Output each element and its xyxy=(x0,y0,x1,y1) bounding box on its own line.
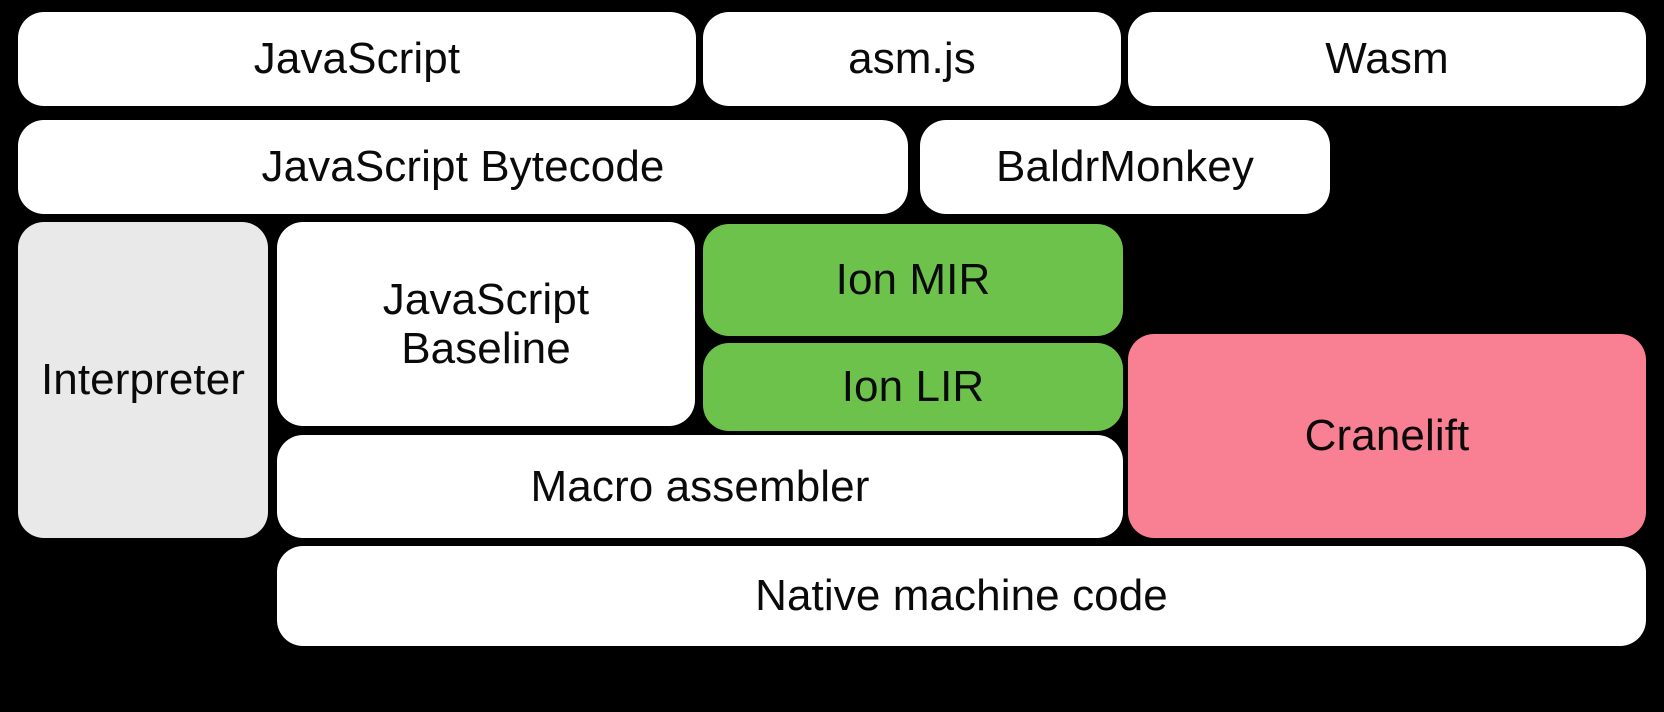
node-label-native-machine-code: Native machine code xyxy=(755,571,1168,621)
node-cranelift[interactable]: Cranelift xyxy=(1128,334,1646,538)
node-asm-js[interactable]: asm.js xyxy=(703,12,1121,106)
node-ion-lir[interactable]: Ion LIR xyxy=(703,343,1123,431)
node-javascript[interactable]: JavaScript xyxy=(18,12,696,106)
node-label-javascript-baseline: JavaScript Baseline xyxy=(382,274,590,373)
node-label-cranelift: Cranelift xyxy=(1304,411,1470,461)
node-label-wasm: Wasm xyxy=(1325,34,1449,84)
node-javascript-baseline[interactable]: JavaScript Baseline xyxy=(277,222,695,426)
node-label-ion-mir: Ion MIR xyxy=(835,255,991,305)
node-interpreter[interactable]: Interpreter xyxy=(18,222,268,538)
node-macro-assembler[interactable]: Macro assembler xyxy=(277,435,1123,538)
node-native-machine-code[interactable]: Native machine code xyxy=(277,546,1646,646)
node-label-javascript-bytecode: JavaScript Bytecode xyxy=(261,142,665,192)
node-label-baldrmonkey: BaldrMonkey xyxy=(996,142,1254,192)
node-ion-mir[interactable]: Ion MIR xyxy=(703,224,1123,336)
node-label-interpreter: Interpreter xyxy=(40,355,246,405)
node-label-asm-js: asm.js xyxy=(848,34,976,84)
node-javascript-bytecode[interactable]: JavaScript Bytecode xyxy=(18,120,908,214)
node-baldrmonkey[interactable]: BaldrMonkey xyxy=(920,120,1330,214)
node-wasm[interactable]: Wasm xyxy=(1128,12,1646,106)
node-label-ion-lir: Ion LIR xyxy=(841,362,985,412)
node-label-javascript: JavaScript xyxy=(253,34,461,84)
node-label-macro-assembler: Macro assembler xyxy=(530,461,870,511)
